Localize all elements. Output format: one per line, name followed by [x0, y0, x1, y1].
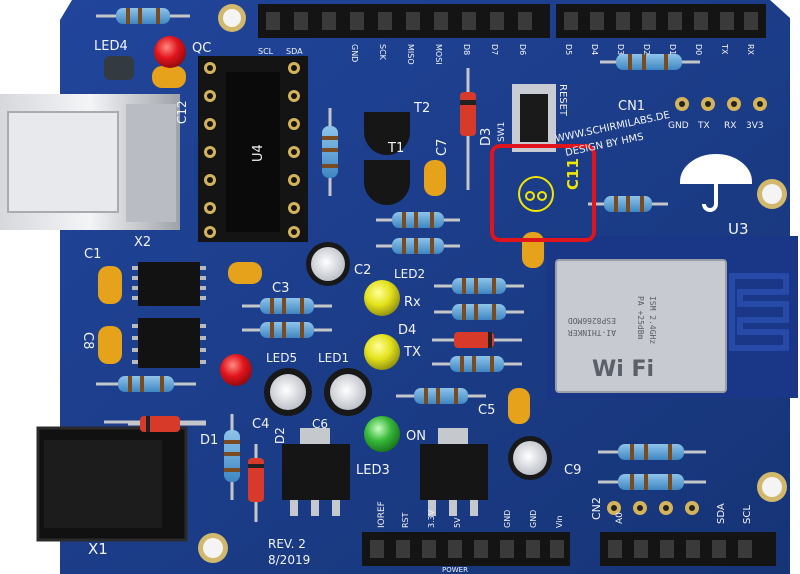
top-pin-label: D7 — [490, 44, 499, 55]
label-led1: LED1 — [318, 351, 349, 365]
module-model: ESP8266MOD — [568, 316, 616, 325]
label-c12: C12 — [175, 100, 189, 124]
bottom-pin-label: SCL — [742, 505, 753, 524]
umbrella-logo — [679, 154, 753, 212]
label-c6: C6 — [312, 417, 328, 431]
top-pin-label: D8 — [462, 44, 471, 55]
label-u4: U4 — [251, 144, 266, 162]
label-c5: C5 — [478, 403, 495, 418]
module-brand: Wi Fi — [592, 357, 654, 382]
label-d3: D3 — [479, 128, 494, 146]
label-rx: Rx — [404, 295, 421, 310]
reset-button-component — [512, 84, 556, 152]
mounting-holes — [198, 4, 787, 563]
label-led5: LED5 — [266, 351, 297, 365]
label-c2: C2 — [354, 263, 371, 278]
label-x2: X2 — [134, 235, 151, 250]
top-pin-label: MOSI — [434, 44, 443, 65]
top-pin-label: SDA — [286, 47, 303, 56]
bottom-header — [362, 532, 776, 566]
label-tx: TX — [403, 345, 421, 360]
label-qc: QC — [192, 41, 211, 56]
top-pin-label: D5 — [564, 44, 573, 55]
bottom-pin-label: A0 — [615, 512, 625, 524]
ic-socket-u4 — [198, 56, 308, 242]
label-c4: C4 — [252, 417, 269, 432]
voltage-regulators — [282, 428, 488, 516]
smd-chips — [132, 262, 206, 368]
label-c1: C1 — [84, 247, 101, 262]
cn1-pin-label: RX — [724, 121, 736, 131]
label-c3: C3 — [272, 281, 289, 296]
top-pin-label: D2 — [642, 44, 651, 55]
ferrite-inductor — [104, 56, 134, 80]
top-pin-label: D3 — [616, 44, 625, 55]
top-pin-label: D6 — [518, 44, 527, 55]
cn1-pins — [675, 97, 767, 111]
label-power: POWER — [442, 566, 468, 574]
bottom-pin-label: IOREF — [377, 501, 387, 528]
label-led2: LED2 — [394, 267, 425, 281]
label-c7: C7 — [435, 139, 450, 156]
label-c9: C9 — [564, 463, 581, 478]
dc-jack — [36, 426, 188, 542]
c11-highlight — [490, 144, 596, 242]
esp8266-module — [546, 236, 798, 398]
label-cn1: CN1 — [618, 99, 645, 114]
top-pin-label: D1 — [668, 44, 677, 55]
label-on: ON — [406, 429, 426, 444]
leds — [154, 36, 400, 452]
bottom-pin-label: SDA — [716, 503, 727, 524]
cn1-pin-label: 3V3 — [746, 121, 764, 131]
top-pin-label: SCL — [258, 47, 274, 56]
module-maker: AI-THINKER — [568, 328, 616, 337]
bottom-pin-label: RST — [401, 512, 410, 528]
electrolytic-capacitors — [264, 242, 552, 480]
module-ism: ISM 2.4GHz — [648, 296, 657, 344]
label-date: 8/2019 — [268, 553, 310, 567]
top-pin-label: D4 — [590, 44, 599, 55]
label-d2: D2 — [273, 427, 287, 444]
top-pin-label: GND — [350, 44, 359, 62]
label-c11: C11 — [564, 158, 582, 190]
label-d1: D1 — [200, 433, 218, 448]
label-t1: T1 — [387, 141, 404, 156]
label-led3: LED3 — [356, 463, 390, 478]
top-pin-label: TX — [720, 43, 729, 55]
label-t2: T2 — [413, 101, 430, 116]
bottom-pin-label: GND — [529, 510, 538, 528]
bottom-pin-label: Vin — [555, 515, 564, 528]
cn1-pin-label: GND — [668, 121, 689, 131]
label-led4: LED4 — [94, 39, 128, 54]
cn2-pins — [607, 501, 699, 515]
label-d4: D4 — [398, 323, 416, 338]
cn1-pin-label: TX — [697, 121, 710, 131]
label-rev: REV. 2 — [268, 537, 306, 551]
bottom-pin-label: 3.3V — [427, 509, 436, 528]
top-header — [258, 4, 766, 38]
label-c8: C8 — [80, 332, 95, 349]
label-u3: U3 — [728, 220, 749, 238]
top-pin-label: RX — [746, 44, 755, 56]
resistors — [96, 8, 706, 500]
transistors — [364, 112, 410, 205]
label-x1: X1 — [88, 540, 108, 558]
top-pin-label: D0 — [694, 44, 703, 55]
usb-connector — [0, 94, 180, 230]
top-pin-label: MISO — [406, 44, 415, 65]
diodes — [128, 68, 522, 522]
top-pin-label: SCK — [378, 44, 387, 61]
label-cn2: CN2 — [590, 497, 603, 520]
module-pa: PA +25dBm — [636, 296, 645, 340]
bottom-pin-label: 5V — [453, 517, 462, 528]
label-reset: RESET — [557, 84, 568, 117]
label-sw1: SW1 — [497, 122, 507, 142]
bottom-pin-label: GND — [503, 510, 512, 528]
